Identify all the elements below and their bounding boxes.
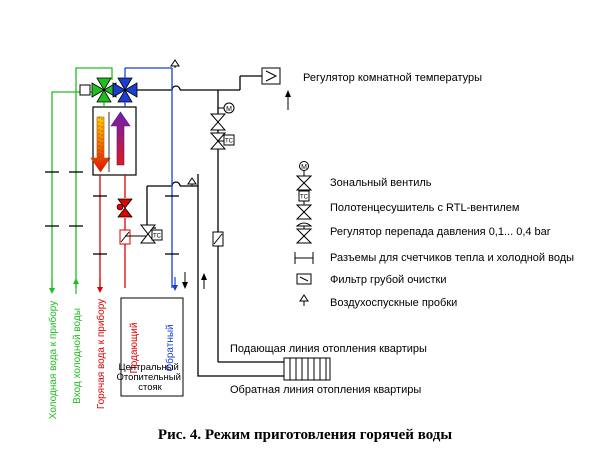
riser-label-line-2: Отопительный	[116, 372, 180, 383]
figure-caption: Рис. 4. Режим приготовления горячей воды	[157, 427, 453, 443]
return-pipe	[124, 67, 179, 288]
cold-water-pipes	[45, 67, 113, 288]
thermostat-symbol	[261, 67, 291, 110]
riser-label: Центральный Отопительный стояк	[116, 362, 183, 393]
return-line-label: Обратная линия отопления квартиры	[230, 384, 421, 396]
legend-symbol-meter-connector	[294, 252, 314, 264]
pressure-regulator-tc-mark: TC	[153, 234, 162, 240]
riser-return-label: Обратный	[164, 324, 176, 371]
thermostat-label: Регулятор комнатной температуры	[303, 72, 482, 84]
legend-label-pressure-regulator: Регулятор перепада давления 0,1... 0,4 b…	[330, 226, 551, 238]
air-vent-right	[187, 177, 197, 186]
air-vent-top	[170, 59, 180, 68]
legend-symbol-pressure-regulator	[295, 222, 313, 244]
flow-arrows	[182, 272, 207, 289]
riser-label-line-3: стояк	[138, 382, 162, 393]
legend: M Зональный вентиль TC Полотенцесушитель…	[294, 161, 574, 309]
cold-flow-arrows	[49, 278, 79, 294]
zone-valve-supply	[116, 198, 133, 218]
legend-symbol-rtl-valve: TC	[295, 190, 313, 220]
hot-flow-arrow	[97, 279, 103, 293]
riser-supply-label: Подающий	[129, 323, 140, 374]
filter-supply	[119, 229, 131, 245]
heat-exchanger	[90, 106, 137, 176]
cold-inlet-label: Вход холодной воды	[72, 308, 83, 404]
legend-symbol-coarse-filter	[296, 273, 312, 285]
riser-label-line-1: Центральный	[119, 362, 179, 373]
rtl-valve-main: TC	[209, 132, 235, 150]
rtl-valve-tc-mark: TC	[225, 139, 234, 145]
legend-zone-valve-motor-mark: M	[301, 164, 307, 171]
legend-label-air-vent: Воздухоспускные пробки	[330, 297, 457, 309]
radiator	[283, 357, 331, 381]
cold-to-device-label: Холодная вода к прибору	[47, 301, 59, 419]
legend-label-rtl-valve: Полотенцесушитель с RTL-вентилем	[330, 202, 519, 214]
legend-label-meter-connector: Разъемы для счетчиков тепла и холодной в…	[330, 252, 574, 264]
supply-line-label: Подающая линия отопления квартиры	[230, 343, 427, 355]
filter-main	[212, 231, 224, 247]
legend-rtl-valve-tc-mark: TC	[300, 195, 309, 201]
zone-valve-main: M	[209, 102, 235, 131]
legend-label-zone-valve: Зональный вентиль	[330, 177, 432, 189]
legend-label-coarse-filter: Фильтр грубой очистки	[330, 274, 447, 286]
zone-valve-motor-mark: M	[226, 106, 232, 113]
legend-symbol-zone-valve: M	[295, 161, 313, 191]
legend-symbol-air-vent	[299, 294, 309, 306]
central-riser: Подающий Обратный Центральный Отопительн…	[116, 297, 184, 397]
return-flow-arrow	[172, 277, 178, 291]
three-way-valve-cold	[79, 77, 117, 103]
pressure-regulator-supply: TC	[125, 224, 163, 244]
three-way-valve-heating	[112, 77, 138, 103]
hot-to-device-label: Горячая вода к прибору	[95, 299, 107, 409]
